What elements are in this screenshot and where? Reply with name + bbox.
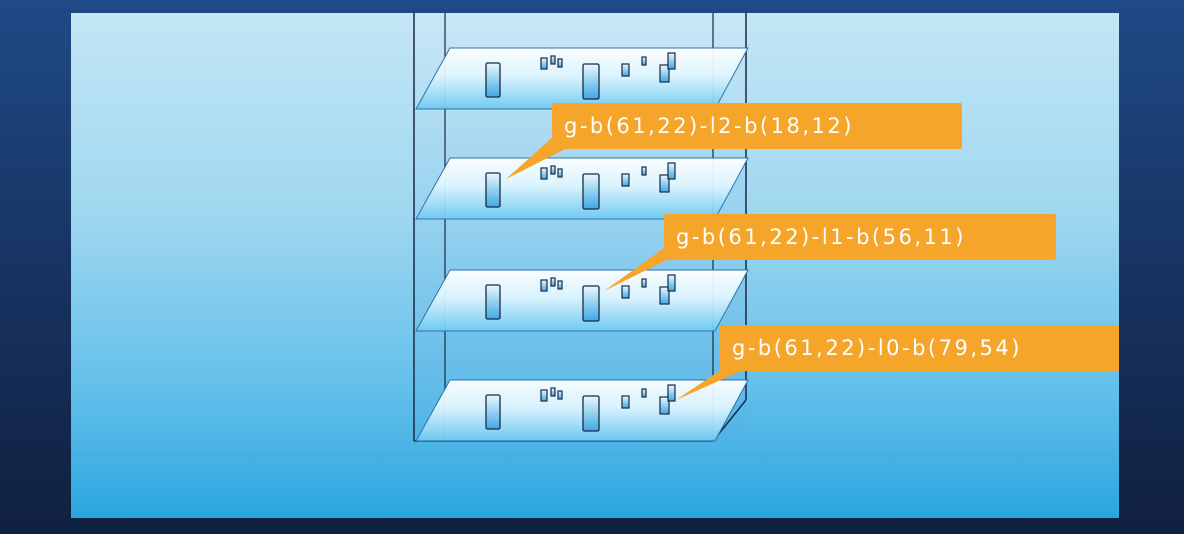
callout-label-l2: g-b(61,22)-l2-b(18,12) [552, 103, 962, 149]
block [582, 285, 600, 322]
block [667, 162, 676, 180]
block [621, 63, 630, 77]
block [667, 384, 676, 402]
block [485, 62, 501, 98]
callout-label-l0: g-b(61,22)-l0-b(79,54) [720, 325, 1119, 371]
block [659, 64, 670, 83]
block [621, 395, 630, 409]
block [641, 278, 647, 288]
block [557, 280, 563, 290]
block [641, 56, 647, 66]
layer-plane-0 [415, 379, 749, 442]
block [667, 52, 676, 70]
block [540, 279, 548, 292]
block [540, 57, 548, 70]
layer-plane-top [415, 47, 749, 110]
block [659, 174, 670, 193]
block [557, 58, 563, 68]
block [550, 55, 556, 65]
block [550, 277, 556, 287]
callout-label-l1: g-b(61,22)-l1-b(56,11) [664, 214, 1056, 260]
block [557, 168, 563, 178]
block [550, 387, 556, 397]
block [540, 167, 548, 180]
block [641, 166, 647, 176]
block [582, 395, 600, 432]
block [485, 284, 501, 320]
block [621, 173, 630, 187]
block [641, 388, 647, 398]
block [582, 63, 600, 100]
block [485, 172, 501, 208]
layer-plane-2 [415, 157, 749, 220]
block [485, 394, 501, 430]
slide-canvas: g-b(61,22)-l2-b(18,12) g-b(61,22)-l1-b(5… [71, 13, 1119, 518]
layer-plane-1 [415, 269, 749, 332]
block [659, 396, 670, 415]
block [621, 285, 630, 299]
block [667, 274, 676, 292]
layered-stack-diagram [413, 13, 777, 442]
block [540, 389, 548, 402]
block [659, 286, 670, 305]
block [557, 390, 563, 400]
block [582, 173, 600, 210]
block [550, 165, 556, 175]
